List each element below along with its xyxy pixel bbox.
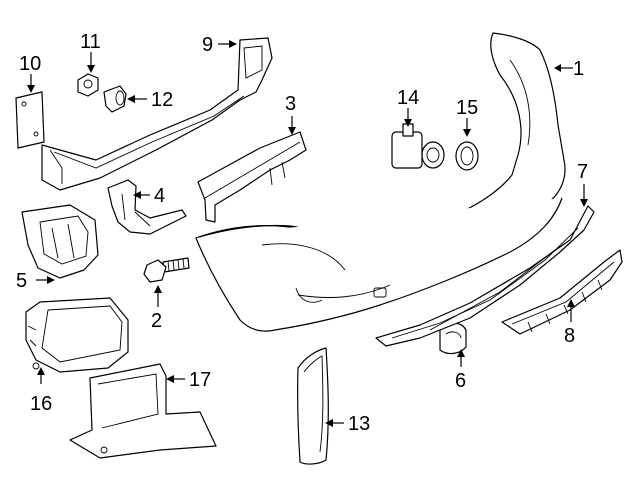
callout-14: 14: [397, 87, 419, 109]
callout-10: 10: [19, 53, 41, 75]
part-8-diffuser: [501, 249, 623, 335]
part-16-module: [25, 297, 129, 373]
part-3-bracket: [197, 131, 307, 223]
part-2-bolt: [143, 257, 190, 283]
part-4-bracket: [107, 179, 187, 235]
part-1-bumper-cover: [195, 32, 566, 332]
callout-8: 8: [564, 325, 575, 347]
callout-17: 17: [189, 369, 211, 391]
callout-15: 15: [456, 97, 478, 119]
callout-9: 9: [202, 34, 213, 56]
callout-6: 6: [455, 370, 466, 392]
callout-16: 16: [30, 393, 52, 415]
part-11-nut: [77, 73, 99, 97]
part-5-bracket: [21, 204, 99, 279]
callout-12: 12: [151, 89, 173, 111]
callout-13: 13: [348, 413, 370, 435]
part-10-plate: [15, 91, 45, 149]
part-15-ring: [455, 141, 479, 171]
callout-11: 11: [80, 31, 101, 53]
part-9-reinforcement: [41, 37, 273, 191]
part-13-reflector: [297, 347, 329, 465]
part-17-shield: [69, 363, 217, 459]
callout-1: 1: [573, 58, 584, 80]
callout-labels: 1 2 3 4 5 6 7 8 9 10 11 12 13 14 15 16 1…: [16, 31, 588, 435]
callout-2: 2: [151, 310, 162, 332]
leader-lines: [27, 40, 588, 427]
part-7-lower-trim: [375, 205, 595, 347]
callout-4: 4: [154, 185, 165, 207]
callout-3: 3: [285, 93, 296, 115]
part-14-sensor: [391, 123, 445, 169]
part-12-clip: [103, 85, 127, 113]
callout-7: 7: [577, 161, 588, 183]
callout-5: 5: [16, 270, 27, 292]
